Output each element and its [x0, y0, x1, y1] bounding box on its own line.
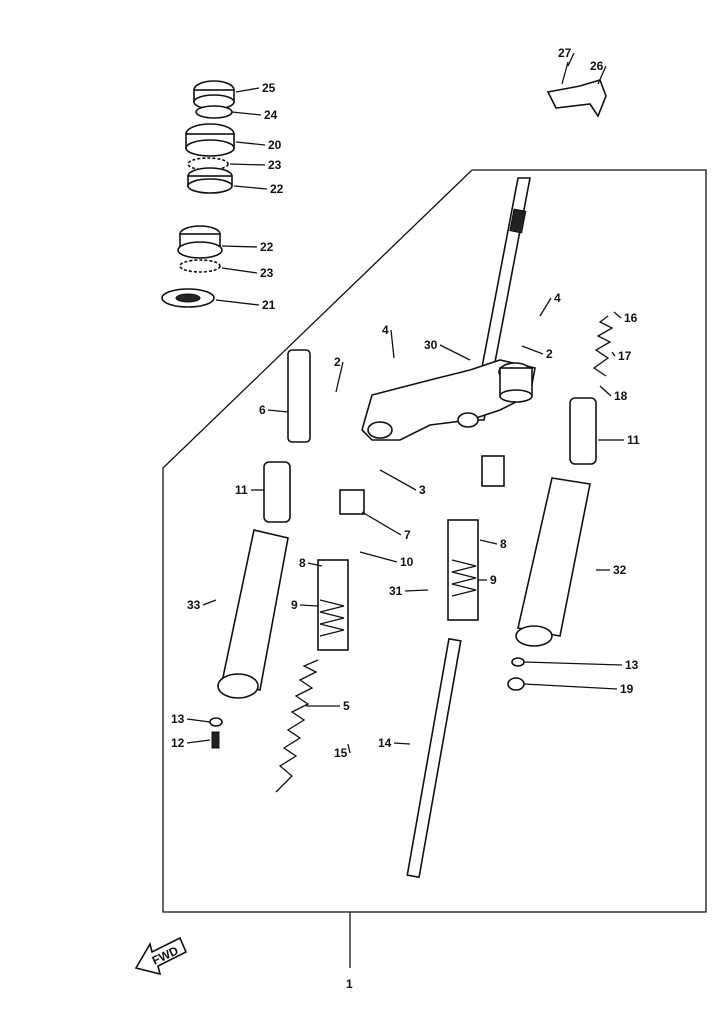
leader-line — [361, 511, 402, 536]
part-label-23: 23 — [260, 266, 274, 280]
assembly-number: 1 — [346, 977, 353, 991]
part-label-11: 11 — [627, 433, 640, 447]
part-label-7: 7 — [404, 528, 411, 542]
bearing-set — [161, 80, 235, 308]
leader-line — [359, 551, 398, 563]
part-label-4: 4 — [382, 323, 389, 337]
right-fork — [406, 397, 597, 879]
leader-line — [611, 351, 616, 357]
leader-line — [307, 562, 323, 567]
part-label-22: 22 — [270, 182, 284, 196]
part-label-4: 4 — [554, 291, 561, 305]
part-label-23: 23 — [268, 158, 282, 172]
leader-line — [186, 739, 211, 744]
leader-line — [597, 65, 607, 85]
leader-line — [235, 87, 260, 93]
left-fork — [209, 349, 365, 749]
leader-line — [539, 297, 552, 317]
leader-line — [202, 599, 217, 606]
leader-line — [267, 409, 289, 413]
part-label-2: 2 — [546, 347, 553, 361]
spring-5 — [275, 659, 319, 793]
part-label-16: 16 — [624, 311, 638, 325]
steering-stem — [471, 177, 531, 421]
part-label-30: 30 — [424, 338, 438, 352]
part-label-25: 25 — [262, 81, 276, 95]
spring-17 — [592, 315, 614, 377]
forward-arrow-icon: FWD — [134, 936, 188, 976]
part-label-15: 15 — [334, 746, 348, 760]
part-label-22: 22 — [260, 240, 274, 254]
leader-line — [231, 111, 262, 116]
fwd-label: FWD — [150, 943, 181, 967]
part-label-32: 32 — [613, 563, 627, 577]
part-label-11: 11 — [235, 483, 248, 497]
part-label-17: 17 — [618, 349, 632, 363]
part-label-13: 13 — [625, 658, 639, 672]
part-label-27: 27 — [558, 46, 572, 60]
leader-line — [379, 469, 417, 491]
leader-line — [479, 539, 498, 545]
leader-line — [567, 52, 575, 67]
part-label-18: 18 — [614, 389, 628, 403]
leader-line — [523, 661, 623, 666]
leader-line — [215, 299, 260, 306]
part-label-21: 21 — [262, 298, 276, 312]
part-label-8: 8 — [500, 537, 507, 551]
leader-line — [404, 589, 429, 592]
leader-line — [229, 163, 266, 166]
part-label-31: 31 — [389, 584, 403, 598]
leader-line — [335, 361, 344, 393]
leader-line — [221, 267, 258, 274]
leader-line — [299, 604, 319, 607]
part-label-14: 14 — [378, 736, 392, 750]
under-bracket — [361, 359, 536, 441]
part-label-8: 8 — [299, 556, 306, 570]
part-label-3: 3 — [419, 483, 426, 497]
leader-line — [221, 245, 258, 248]
leader-line — [235, 141, 266, 146]
bracket — [546, 61, 607, 118]
leader-line — [523, 683, 618, 690]
leader-line — [613, 311, 622, 319]
leader-line — [599, 385, 612, 397]
part-label-20: 20 — [268, 138, 282, 152]
part-label-2: 2 — [334, 355, 341, 369]
part-label-24: 24 — [264, 108, 278, 122]
leader-line — [439, 344, 471, 361]
leader-line — [521, 345, 544, 355]
part-label-9: 9 — [291, 598, 298, 612]
part-label-19: 19 — [620, 682, 634, 696]
leader-line — [186, 718, 211, 723]
leader-line — [390, 329, 395, 359]
part-label-5: 5 — [343, 699, 350, 713]
assembly-frame — [162, 169, 707, 913]
part-label-9: 9 — [490, 573, 497, 587]
part-label-33: 33 — [187, 598, 201, 612]
part-label-6: 6 — [259, 403, 266, 417]
part-label-26: 26 — [590, 59, 604, 73]
part-label-13: 13 — [171, 712, 185, 726]
part-label-12: 12 — [171, 736, 185, 750]
leader-line — [347, 743, 351, 754]
leader-line — [233, 185, 268, 190]
spring-right — [451, 559, 477, 597]
spring-left — [319, 599, 345, 637]
part-label-10: 10 — [400, 555, 414, 569]
leader-line — [393, 742, 411, 745]
